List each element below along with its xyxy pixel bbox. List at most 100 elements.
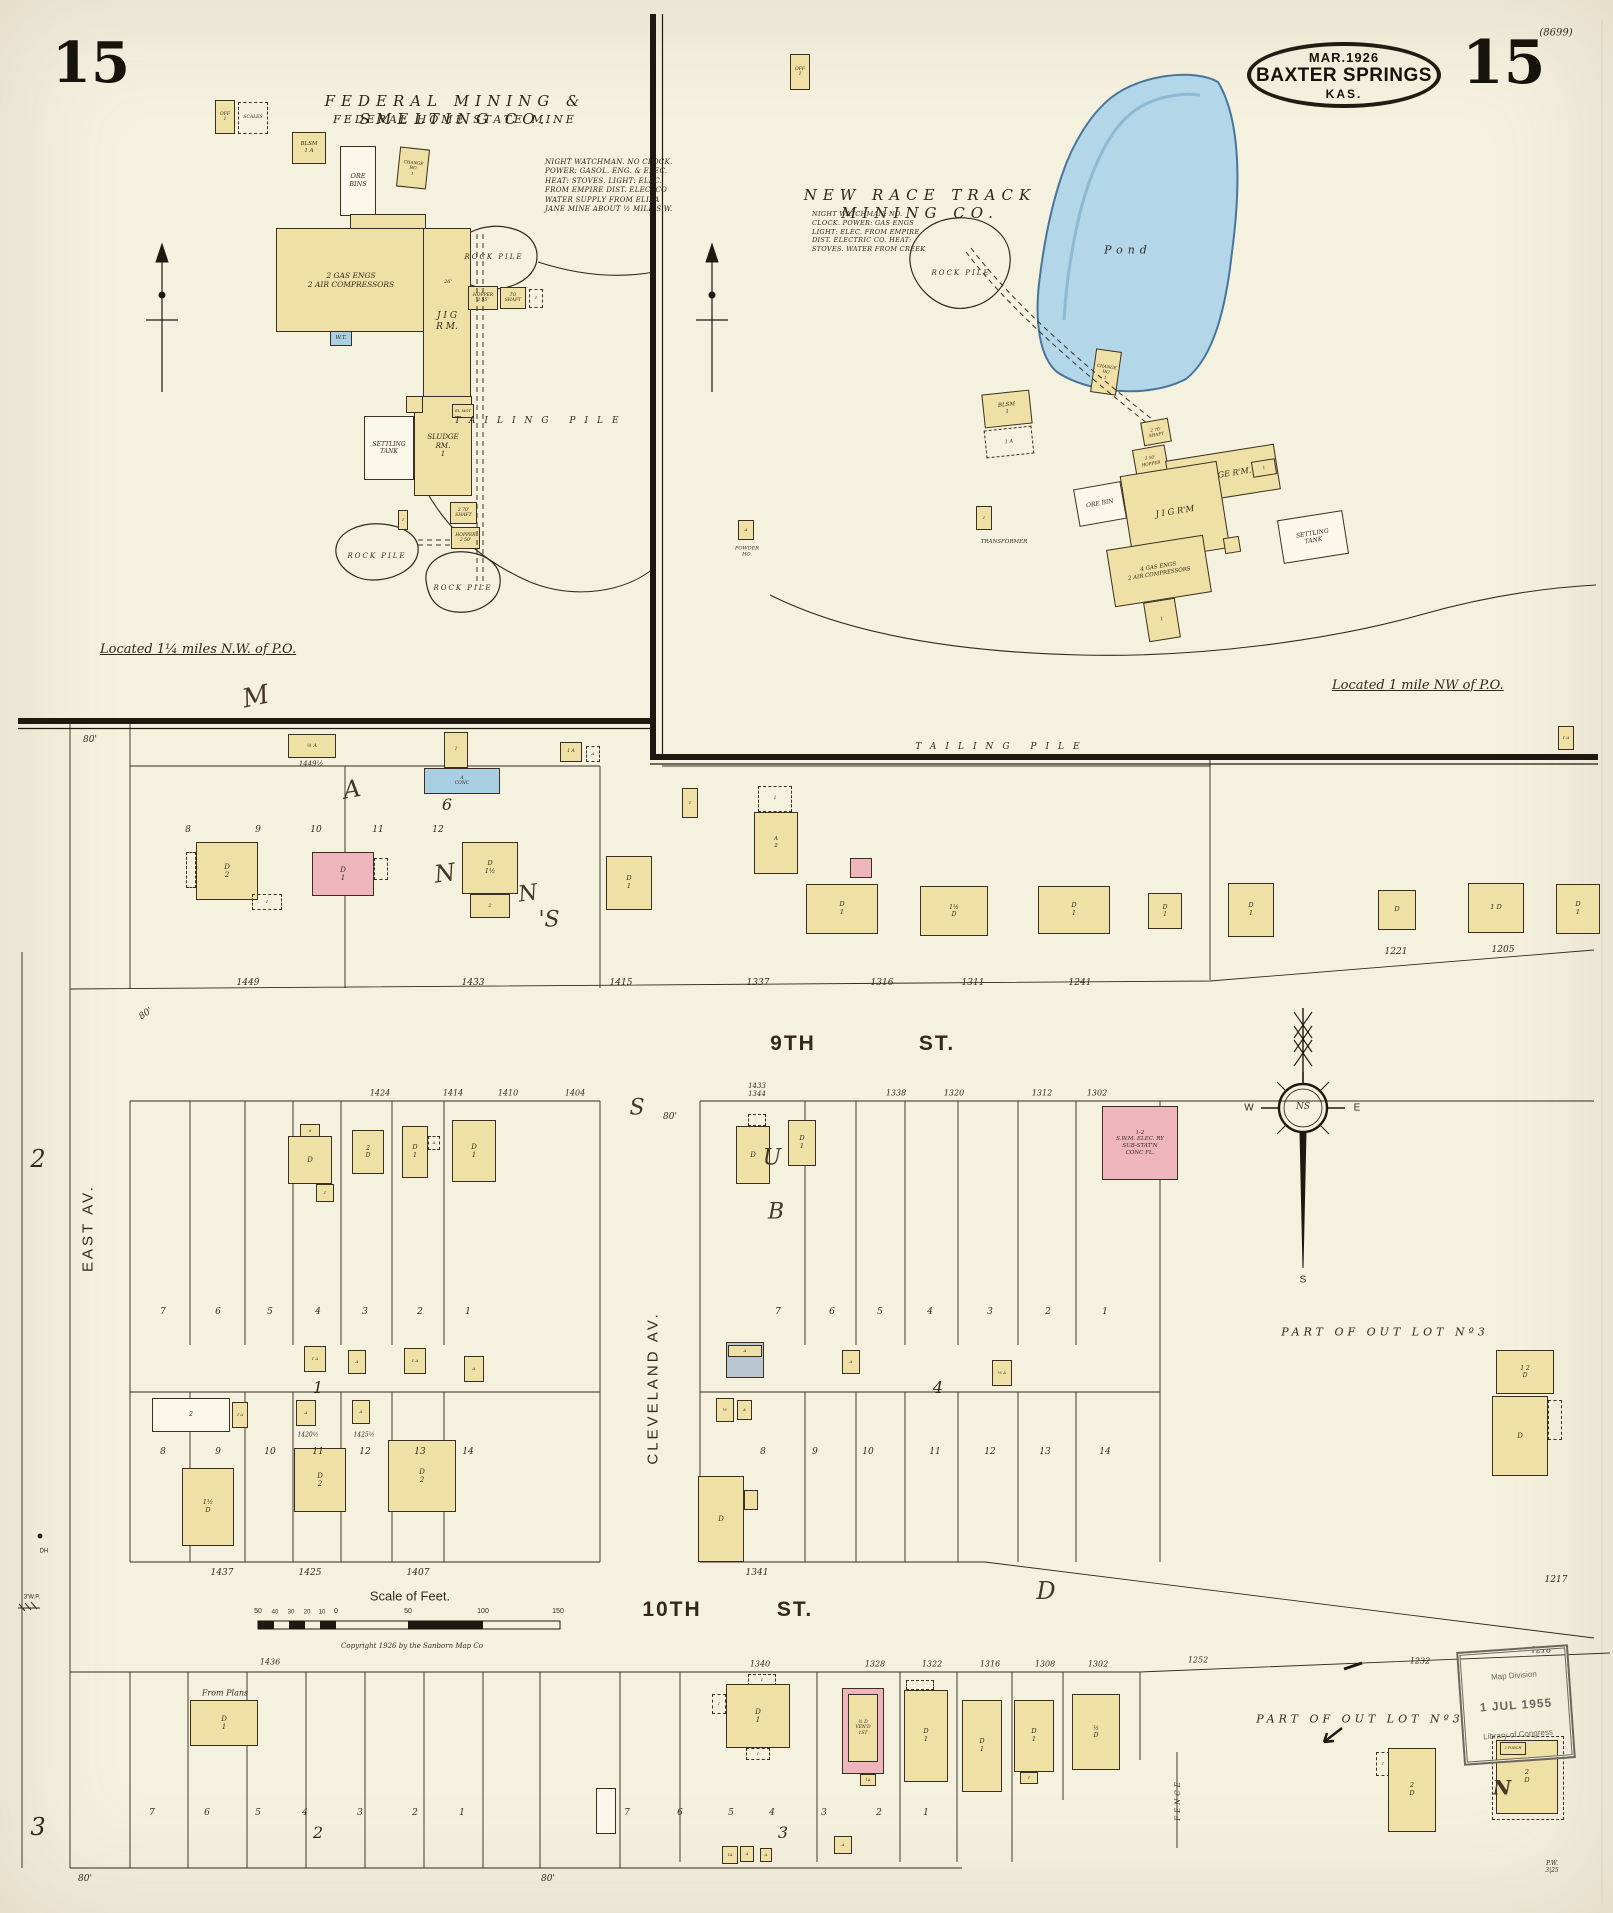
map-label: 5 bbox=[728, 1807, 734, 1818]
building-label: D bbox=[1394, 905, 1400, 914]
map-label: PART OF OUT LOT Nº3 bbox=[1281, 1325, 1489, 1339]
map-label: 1 bbox=[465, 1306, 471, 1317]
map-label: ROCK PILE bbox=[347, 551, 407, 560]
building: HOPPER 2 50' bbox=[451, 527, 480, 549]
building: A bbox=[428, 1136, 440, 1150]
map-label: 80' bbox=[663, 1111, 677, 1122]
rock-pile-outline bbox=[335, 523, 419, 581]
map-label: 40 bbox=[271, 1609, 279, 1616]
building: D bbox=[736, 1126, 770, 1184]
building: ½ D bbox=[1072, 1694, 1120, 1770]
map-label: 2 bbox=[417, 1306, 423, 1317]
map-label: ROCK PILE bbox=[464, 252, 524, 261]
building: OFF 1 bbox=[790, 54, 810, 90]
building: D bbox=[1378, 890, 1416, 930]
racetrack-title: NEW RACE TRACK MINING CO. bbox=[803, 186, 1037, 222]
building-label: 1 A bbox=[411, 1357, 419, 1363]
map-label: 2 bbox=[30, 1145, 46, 1174]
map-label: PART OF OUT LOT Nº3 bbox=[1256, 1712, 1464, 1726]
map-label: 1205 bbox=[1491, 944, 1515, 955]
building-label: 1 bbox=[756, 1750, 760, 1756]
building: 1 A bbox=[560, 742, 582, 762]
building: 1A bbox=[860, 1774, 876, 1786]
building-label: D 1 bbox=[755, 1707, 761, 1724]
building: BLSM 1 A bbox=[292, 132, 326, 164]
building-label: BLSM 1 A bbox=[300, 141, 318, 154]
north-arrow-federal bbox=[146, 242, 178, 392]
map-label: 12 bbox=[432, 824, 444, 835]
map-label: 20 bbox=[303, 1609, 311, 1616]
north-arrow-racetrack bbox=[696, 242, 728, 392]
building-label: 2 D bbox=[1409, 1781, 1415, 1797]
building: SCALES bbox=[238, 102, 268, 134]
map-label: U bbox=[762, 1145, 782, 1171]
building: D 1 bbox=[726, 1684, 790, 1748]
building-label: 1 bbox=[760, 1676, 764, 1682]
building-label: 1 bbox=[265, 898, 269, 904]
building: D 1 bbox=[1038, 886, 1110, 934]
building-label: 2 bbox=[488, 903, 492, 909]
building-label: D 1 bbox=[471, 1142, 477, 1159]
building bbox=[906, 1680, 934, 1690]
map-label: 1312 bbox=[1031, 1088, 1053, 1098]
stamp-line1: Map Division bbox=[1490, 1669, 1538, 1682]
federal-subtitle: FEDERAL HOME STATE MINE bbox=[333, 113, 577, 126]
map-label: 1 bbox=[1102, 1306, 1108, 1317]
stamp-line3: Library of Congress bbox=[1482, 1727, 1554, 1742]
building-label: D bbox=[750, 1150, 756, 1159]
building: ½ bbox=[716, 1398, 734, 1422]
map-label: E bbox=[1353, 1102, 1361, 1114]
building-label: TO SHAFT bbox=[504, 292, 522, 303]
building: A bbox=[842, 1350, 860, 1374]
building: OFF 1 bbox=[215, 100, 235, 134]
building-label: A bbox=[472, 1365, 476, 1371]
map-label: 150 bbox=[552, 1607, 564, 1615]
map-label: From Plans bbox=[201, 1688, 249, 1698]
map-label: 13 bbox=[414, 1446, 426, 1457]
building: 1A bbox=[722, 1846, 738, 1864]
map-label: 1449½ bbox=[298, 759, 324, 768]
map-label: 10TH bbox=[642, 1597, 702, 1621]
building: A bbox=[760, 1848, 772, 1862]
map-label: 7 bbox=[775, 1306, 781, 1317]
building-label: A bbox=[743, 1406, 746, 1412]
building-label: 1 bbox=[454, 747, 458, 753]
map-label: Copyright 1926 by the Sanborn Map Co bbox=[341, 1641, 483, 1650]
building: 2 PORCH bbox=[1500, 1742, 1526, 1755]
map-label: 1341 bbox=[745, 1567, 769, 1578]
building-label: ½ D bbox=[1093, 1724, 1099, 1739]
building: A bbox=[728, 1345, 762, 1357]
building-label: 1 A bbox=[311, 1355, 319, 1361]
map-label: 3 bbox=[357, 1807, 363, 1818]
map-label: POWDER HO. bbox=[734, 545, 760, 557]
building-label: 1 bbox=[773, 796, 777, 802]
map-label: W bbox=[1244, 1102, 1254, 1114]
building-label: D 1 bbox=[979, 1737, 985, 1753]
map-label: NS bbox=[1295, 1101, 1311, 1112]
building: 1 2 D bbox=[1496, 1350, 1554, 1394]
sheet-number-right: 15 bbox=[1462, 28, 1546, 98]
map-label: 4 bbox=[769, 1807, 775, 1818]
map-label: 1221 bbox=[1384, 946, 1408, 957]
map-label: 9 bbox=[812, 1446, 818, 1457]
building-label: 1 bbox=[717, 1700, 721, 1706]
building-label: 1A bbox=[865, 1777, 871, 1782]
building bbox=[748, 1114, 766, 1126]
map-label: 3 bbox=[362, 1306, 368, 1317]
map-label: 7 bbox=[624, 1807, 630, 1818]
building: SETTLING TANK bbox=[364, 416, 414, 480]
building: ½ A bbox=[992, 1360, 1012, 1386]
building-label: 1 bbox=[1381, 1760, 1385, 1766]
map-label: ROCK PILE bbox=[433, 583, 493, 592]
building: D 1 bbox=[1014, 1700, 1054, 1772]
building: EL MOT bbox=[452, 404, 474, 418]
map-label: 4 bbox=[932, 1377, 944, 1397]
map-label: 1252 bbox=[1187, 1655, 1209, 1665]
building bbox=[744, 1490, 758, 1510]
building-label: D 1 bbox=[626, 874, 632, 890]
map-label: 1241 bbox=[1068, 977, 1092, 988]
building-label: SLUDGE RM. 1 bbox=[427, 433, 459, 459]
sheet-number-left: 15 bbox=[52, 30, 130, 96]
map-label: 1302 bbox=[1087, 1659, 1109, 1669]
